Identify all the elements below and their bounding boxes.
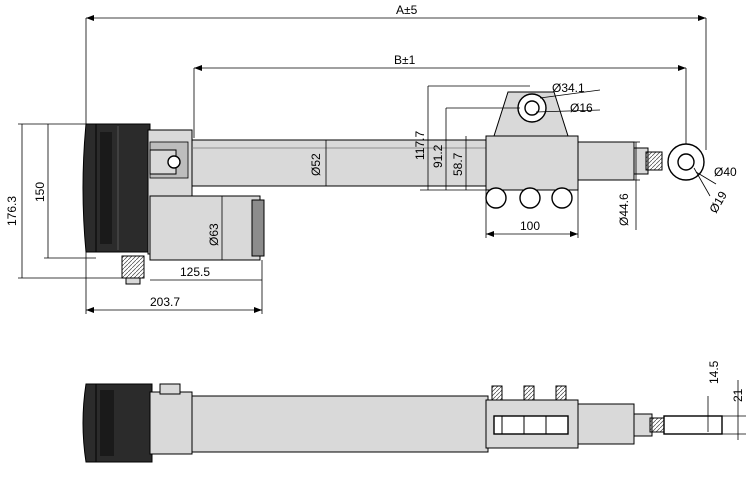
label-d16: Ø16 — [570, 101, 593, 115]
label-d40: Ø40 — [714, 165, 737, 179]
side-rod-end — [663, 415, 723, 435]
label-b: B±1 — [394, 53, 416, 67]
cable-gland — [121, 255, 145, 285]
label-150: 150 — [33, 182, 47, 202]
outer-tube — [191, 139, 495, 187]
label-58: 58.7 — [451, 152, 465, 176]
side-motor-cap — [82, 383, 97, 463]
label-125: 125.5 — [180, 265, 210, 279]
side-outer-tube — [191, 395, 489, 453]
label-d19: Ø19 — [706, 189, 730, 216]
label-203: 203.7 — [150, 295, 180, 309]
rod-end-eye — [667, 143, 705, 181]
side-view — [82, 380, 746, 463]
label-14: 14.5 — [707, 360, 721, 384]
knob-1 — [485, 187, 507, 209]
label-21: 21 — [731, 388, 745, 402]
mounting-lug — [493, 91, 569, 137]
side-gearbox — [149, 391, 193, 455]
knob-3 — [551, 187, 573, 209]
label-d34: Ø34.1 — [552, 81, 585, 95]
label-d44: Ø44.6 — [617, 193, 631, 226]
label-d63: Ø63 — [207, 223, 221, 246]
label-117: 117.7 — [413, 131, 427, 160]
label-176: 176.3 — [5, 196, 19, 226]
label-d52: Ø52 — [309, 153, 323, 176]
knob-2 — [519, 187, 541, 209]
top-view — [18, 15, 717, 314]
label-100: 100 — [520, 219, 540, 233]
motor-cylinder — [149, 195, 261, 261]
motor-end-cap — [82, 123, 97, 253]
extension-rod — [577, 141, 635, 181]
label-91: 91.2 — [431, 144, 445, 168]
front-block — [485, 135, 579, 191]
label-a: A±5 — [396, 3, 418, 17]
